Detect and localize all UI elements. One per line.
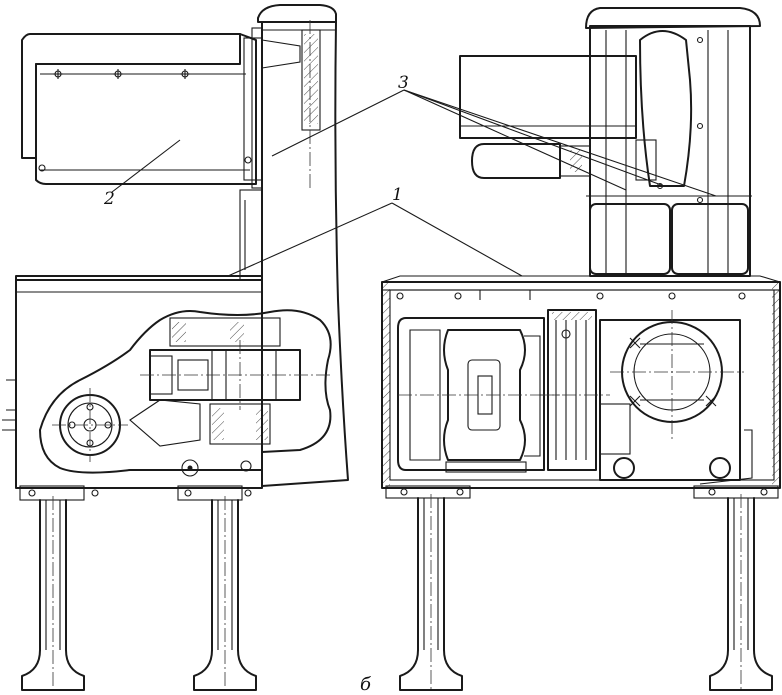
figure-caption: б (360, 674, 372, 695)
callout-label-1: 1 (392, 185, 403, 205)
gearbox (599, 310, 753, 485)
v-belt-pulley (540, 309, 610, 471)
hood-cover (21, 33, 301, 185)
legs-left (19, 485, 257, 691)
cutaway-left (39, 309, 332, 477)
base-box-left (2, 275, 263, 489)
upper-housing (459, 7, 761, 277)
leader-lines (111, 89, 717, 277)
callout-label-2: 2 (103, 189, 115, 209)
right-view (381, 7, 781, 691)
electric-motor (397, 317, 560, 473)
frame-body-right (381, 275, 781, 489)
column-housing (239, 4, 349, 487)
legs-right (385, 485, 779, 691)
left-view (2, 4, 349, 691)
callout-label-3: 3 (398, 73, 409, 93)
